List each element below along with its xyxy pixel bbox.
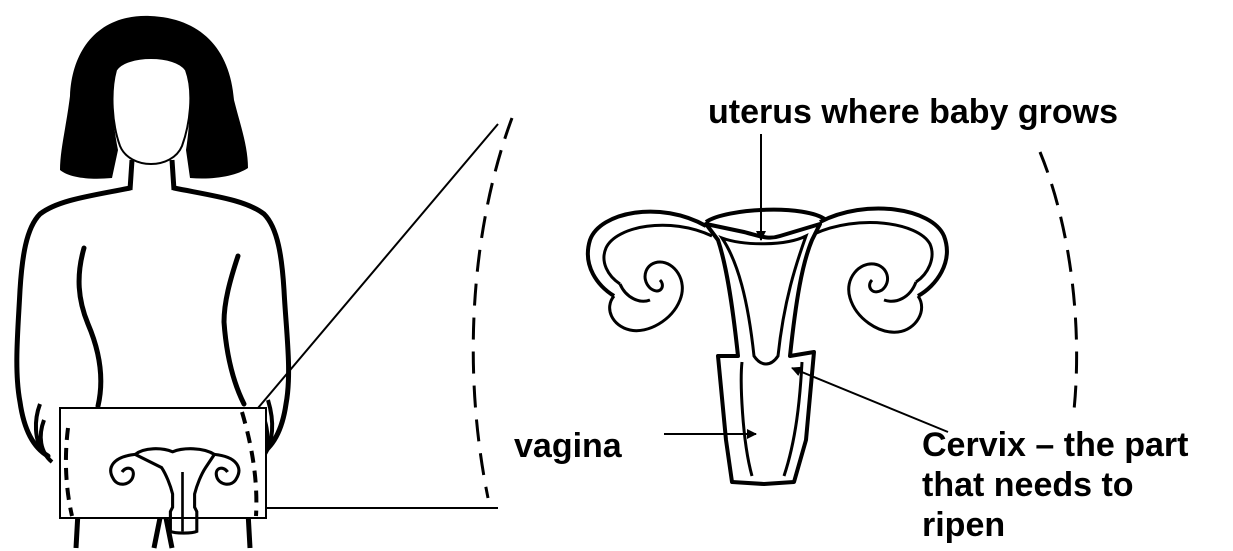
- cervix-label-line: Cervix – the part: [922, 425, 1188, 465]
- face: [113, 58, 191, 164]
- cervix-label-line: that needs to: [922, 465, 1188, 505]
- uterus-diagram: [588, 208, 947, 484]
- vagina-label: vagina: [514, 426, 622, 466]
- cervix-label-line: ripen: [922, 505, 1188, 545]
- uterus-label: uterus where baby grows: [708, 92, 1118, 132]
- zoom-line-top: [258, 124, 498, 408]
- cervix-arrow: [792, 368, 948, 432]
- dashed-arc-right: [1040, 152, 1077, 410]
- dashed-arc-left: [473, 118, 512, 498]
- cervix-label: Cervix – the part that needs to ripen: [922, 425, 1188, 545]
